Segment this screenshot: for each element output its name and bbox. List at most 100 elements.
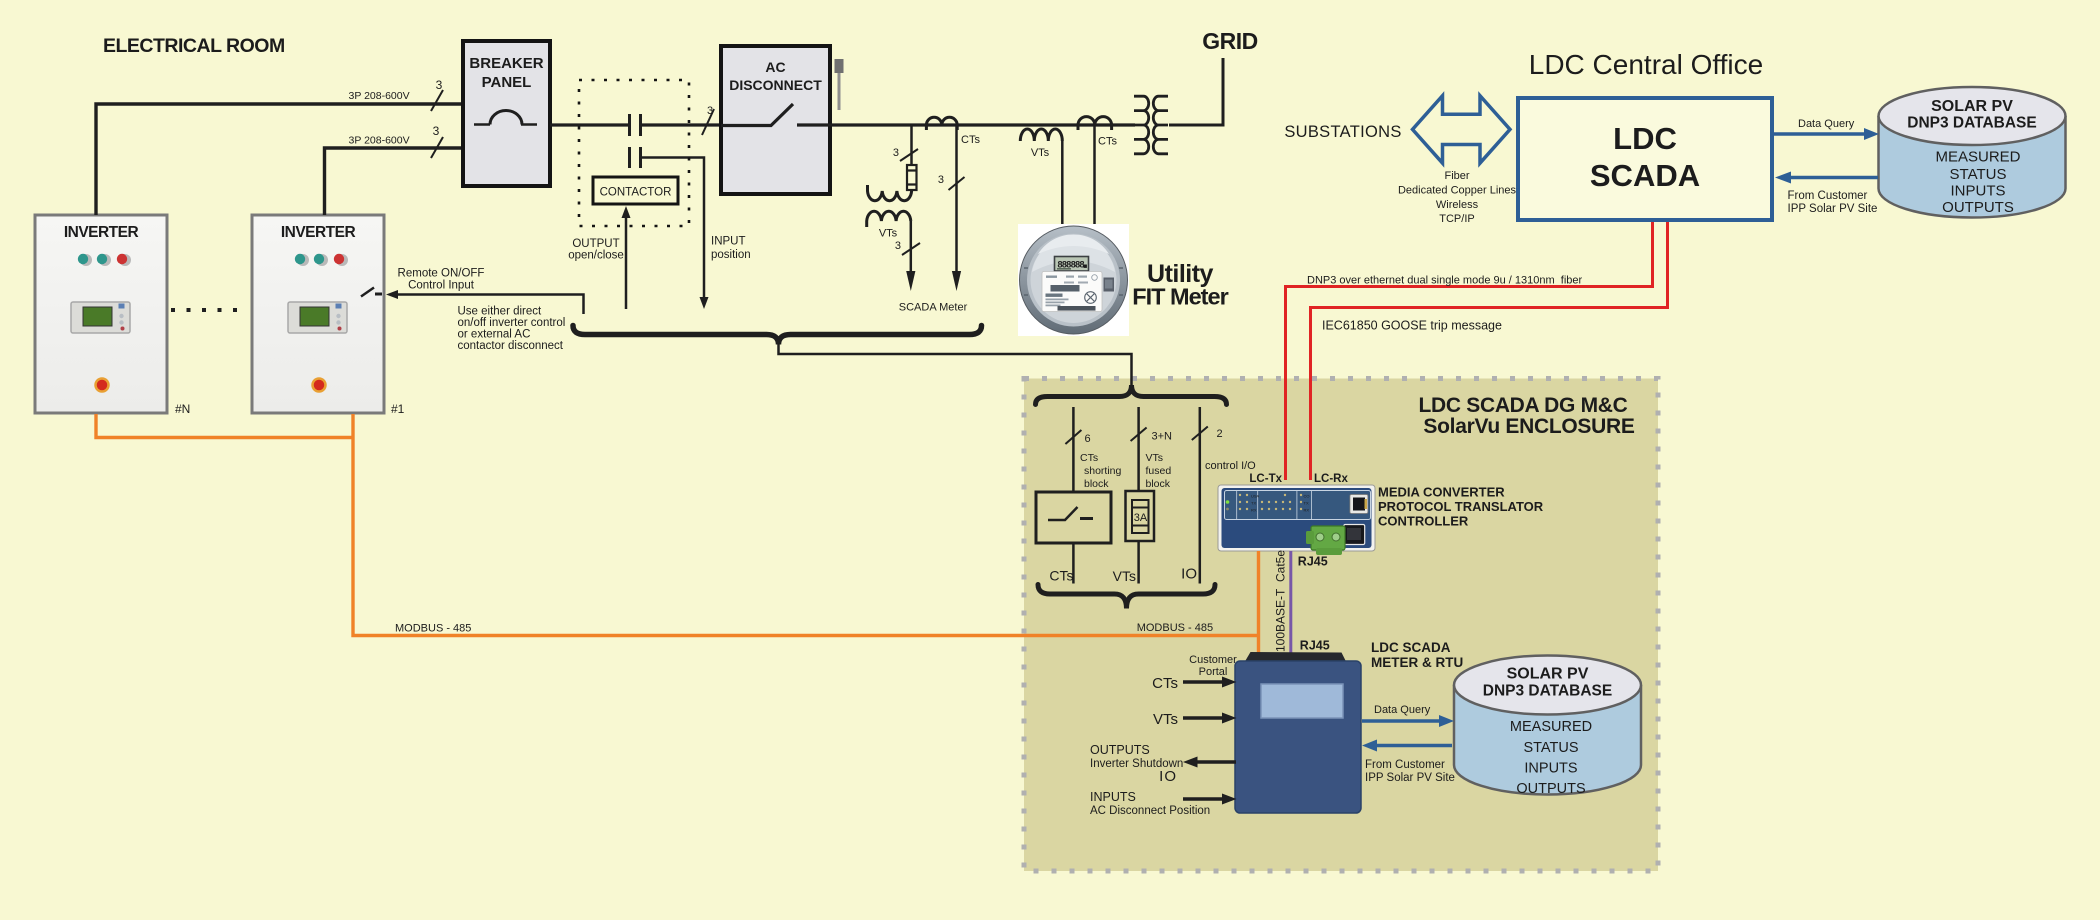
svg-text:TX: TX [1304,501,1309,506]
svg-text:ELECTRICAL ROOM: ELECTRICAL ROOM [103,35,285,57]
svg-text:contactor disconnect: contactor disconnect [458,340,564,352]
svg-text:RX: RX [1304,508,1310,513]
svg-text:Data Query: Data Query [1374,704,1431,716]
svg-text:FIT Meter: FIT Meter [1132,284,1228,310]
svg-text:INPUTS: INPUTS [1524,761,1577,777]
svg-text:MEDIA CONVERTER: MEDIA CONVERTER [1378,485,1505,500]
svg-text:SCADA Meter: SCADA Meter [899,302,968,314]
svg-text:IO: IO [1159,768,1177,785]
svg-text:INPUT: INPUT [711,236,746,248]
svg-text:CO: CO [1304,494,1310,499]
svg-text:3: 3 [433,124,440,138]
svg-text:IEC61850 GOOSE trip message: IEC61850 GOOSE trip message [1322,319,1502,333]
svg-text:shorting: shorting [1084,465,1122,477]
svg-text:VTs: VTs [1146,452,1164,464]
svg-text:Use either direct: Use either direct [458,306,543,318]
svg-text:SUBSTATIONS: SUBSTATIONS [1284,123,1401,141]
svg-text:DNP3 DATABASE: DNP3 DATABASE [1907,115,2036,132]
svg-text:OUTPUTS: OUTPUTS [1090,743,1150,757]
svg-text:open/close: open/close [568,250,624,262]
svg-text:From Customer: From Customer [1365,759,1445,771]
svg-text:LDC Central Office: LDC Central Office [1529,49,1763,80]
svg-text:INPUTS: INPUTS [1950,183,2005,200]
svg-text:IPP Solar PV Site: IPP Solar PV Site [1788,203,1878,215]
svg-text:Portal: Portal [1199,666,1228,678]
svg-text:control I/O: control I/O [1205,460,1256,472]
svg-text:CTs: CTs [1080,452,1098,464]
svg-text:Control Input: Control Input [408,280,475,292]
svg-text:PROTOCOL TRANSLATOR: PROTOCOL TRANSLATOR [1378,499,1544,514]
svg-text:3: 3 [893,147,899,159]
svg-text:RJ45: RJ45 [1298,555,1328,569]
svg-text:3: 3 [938,174,944,186]
svg-text:MODBUS - 485: MODBUS - 485 [395,623,471,635]
svg-text:RJ45: RJ45 [1300,639,1330,653]
svg-text:MEASURED: MEASURED [1935,149,2020,166]
svg-text:OUTPUTS: OUTPUTS [1942,199,2014,216]
svg-text:#N: #N [175,402,190,416]
svg-text:position: position [711,249,751,261]
svg-text:VTs: VTs [1031,147,1050,159]
svg-text:SOLAR PV: SOLAR PV [1931,98,2013,115]
svg-text:fused: fused [1146,465,1172,477]
svg-text:3P 208-600V: 3P 208-600V [349,135,410,147]
svg-text:Dedicated Copper Lines: Dedicated Copper Lines [1398,185,1517,197]
svg-text:INPUTS: INPUTS [1090,790,1136,804]
svg-text:888888: 888888 [1058,260,1085,270]
svg-text:OUTPUT: OUTPUT [572,238,619,250]
svg-text:DNP3 over ethernet dual single: DNP3 over ethernet dual single mode 9u /… [1307,275,1582,287]
svg-text:Fiber: Fiber [1444,170,1469,182]
svg-text:Wireless: Wireless [1436,199,1479,211]
svg-text:or external AC: or external AC [458,329,531,341]
svg-text:RX: RX [1251,508,1257,513]
svg-text:VTs: VTs [1153,711,1178,728]
svg-text:STATUS: STATUS [1523,740,1578,756]
svg-text:LDC: LDC [1613,121,1677,156]
svg-text:LDC SCADA: LDC SCADA [1371,640,1451,655]
svg-text:PANEL: PANEL [482,74,532,91]
svg-text:Utility: Utility [1147,260,1214,288]
svg-text:3: 3 [436,78,443,92]
svg-text:OUTPUTS: OUTPUTS [1516,781,1585,797]
svg-text:Data Query: Data Query [1798,118,1855,130]
svg-text:SolarVu ENCLOSURE: SolarVu ENCLOSURE [1423,415,1634,438]
svg-text:CONTACTOR: CONTACTOR [600,187,672,199]
svg-text:LC-Rx: LC-Rx [1314,473,1348,485]
svg-text:CTs: CTs [1152,675,1178,692]
svg-text:3P 208-600V: 3P 208-600V [349,90,410,102]
svg-text:CONTROLLER: CONTROLLER [1378,514,1469,529]
svg-text:3: 3 [707,105,713,117]
svg-text:SOLAR PV: SOLAR PV [1507,666,1589,683]
svg-text:LC-Tx: LC-Tx [1249,473,1282,485]
svg-text:AC Disconnect Position: AC Disconnect Position [1090,805,1210,817]
svg-text:Remote ON/OFF: Remote ON/OFF [398,268,485,280]
svg-text:MEASURED: MEASURED [1510,719,1592,735]
svg-text:MODBUS - 485: MODBUS - 485 [1137,622,1213,634]
svg-text:2: 2 [1217,428,1223,440]
svg-text:AC: AC [765,59,785,75]
svg-text:block: block [1084,478,1109,490]
svg-text:CTs: CTs [961,134,980,146]
svg-text:3: 3 [895,240,901,252]
svg-text:3A: 3A [1134,512,1148,524]
svg-text:TCP/IP: TCP/IP [1439,213,1474,225]
svg-text:TX: TX [1251,501,1256,506]
svg-text:VTs: VTs [879,227,898,239]
svg-text:LDC SCADA DG M&C: LDC SCADA DG M&C [1418,394,1627,417]
svg-text:Inverter Shutdown: Inverter Shutdown [1090,758,1183,770]
svg-text:USA: USA [1251,494,1260,499]
svg-text:on/off inverter control: on/off inverter control [458,317,566,329]
svg-text:IO: IO [1181,566,1197,583]
svg-text:GRID: GRID [1202,28,1258,54]
svg-text:100BASE-T Cat5e: 100BASE-T Cat5e [1274,550,1288,652]
svg-text:CTs: CTs [1098,136,1117,148]
svg-text:BREAKER: BREAKER [469,55,543,72]
svg-text:6: 6 [1085,433,1091,445]
svg-text:3+N: 3+N [1152,431,1173,443]
svg-text:Customer: Customer [1189,654,1237,666]
svg-text:STATUS: STATUS [1950,166,2007,183]
svg-text:DNP3 DATABASE: DNP3 DATABASE [1483,683,1612,700]
svg-text:From Customer: From Customer [1788,190,1868,202]
svg-text:block: block [1146,478,1171,490]
svg-text:SCADA: SCADA [1590,158,1700,193]
